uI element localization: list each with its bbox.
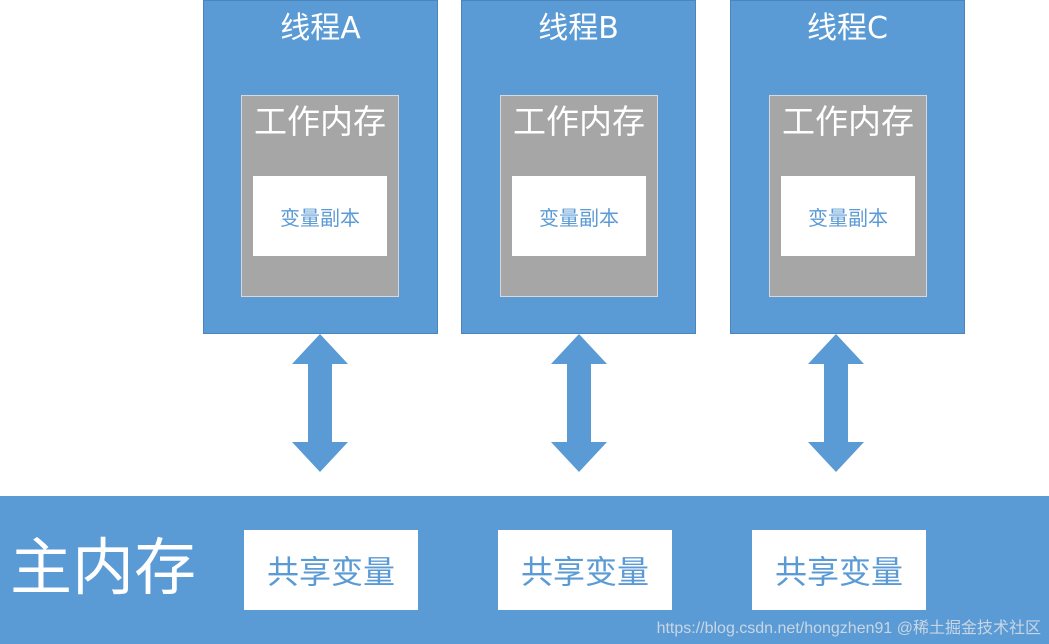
thread-b-double-arrow-icon bbox=[551, 334, 607, 472]
shared-variable-1: 共享变量 bbox=[244, 530, 418, 610]
thread-b-variable-copy: 变量副本 bbox=[512, 176, 646, 256]
thread-b-box: 线程B 工作内存 变量副本 bbox=[461, 0, 696, 334]
thread-a-title: 线程A bbox=[280, 11, 361, 46]
thread-b-work-memory-label: 工作内存 bbox=[513, 102, 645, 141]
thread-a-work-memory: 工作内存 变量副本 bbox=[241, 95, 399, 297]
thread-c-variable-copy: 变量副本 bbox=[781, 176, 915, 256]
thread-c-title: 线程C bbox=[807, 11, 888, 46]
thread-a-box: 线程A 工作内存 变量副本 bbox=[203, 0, 438, 334]
thread-a-variable-copy: 变量副本 bbox=[253, 176, 387, 256]
thread-a-work-memory-label: 工作内存 bbox=[254, 102, 386, 141]
main-memory-box: 主内存 共享变量 共享变量 共享变量 bbox=[0, 496, 1049, 644]
thread-c-double-arrow-icon bbox=[808, 334, 864, 472]
thread-c-box: 线程C 工作内存 变量副本 bbox=[730, 0, 965, 334]
shared-variable-3: 共享变量 bbox=[752, 530, 926, 610]
thread-a-double-arrow-icon bbox=[292, 334, 348, 472]
watermark: https://blog.csdn.net/hongzhen91 @稀土掘金技术… bbox=[656, 620, 1041, 637]
thread-c-work-memory: 工作内存 变量副本 bbox=[769, 95, 927, 297]
thread-b-work-memory: 工作内存 变量副本 bbox=[500, 95, 658, 297]
thread-b-title: 线程B bbox=[538, 11, 619, 46]
shared-variable-2: 共享变量 bbox=[498, 530, 672, 610]
thread-c-work-memory-label: 工作内存 bbox=[782, 102, 914, 141]
main-memory-title: 主内存 bbox=[10, 531, 197, 604]
